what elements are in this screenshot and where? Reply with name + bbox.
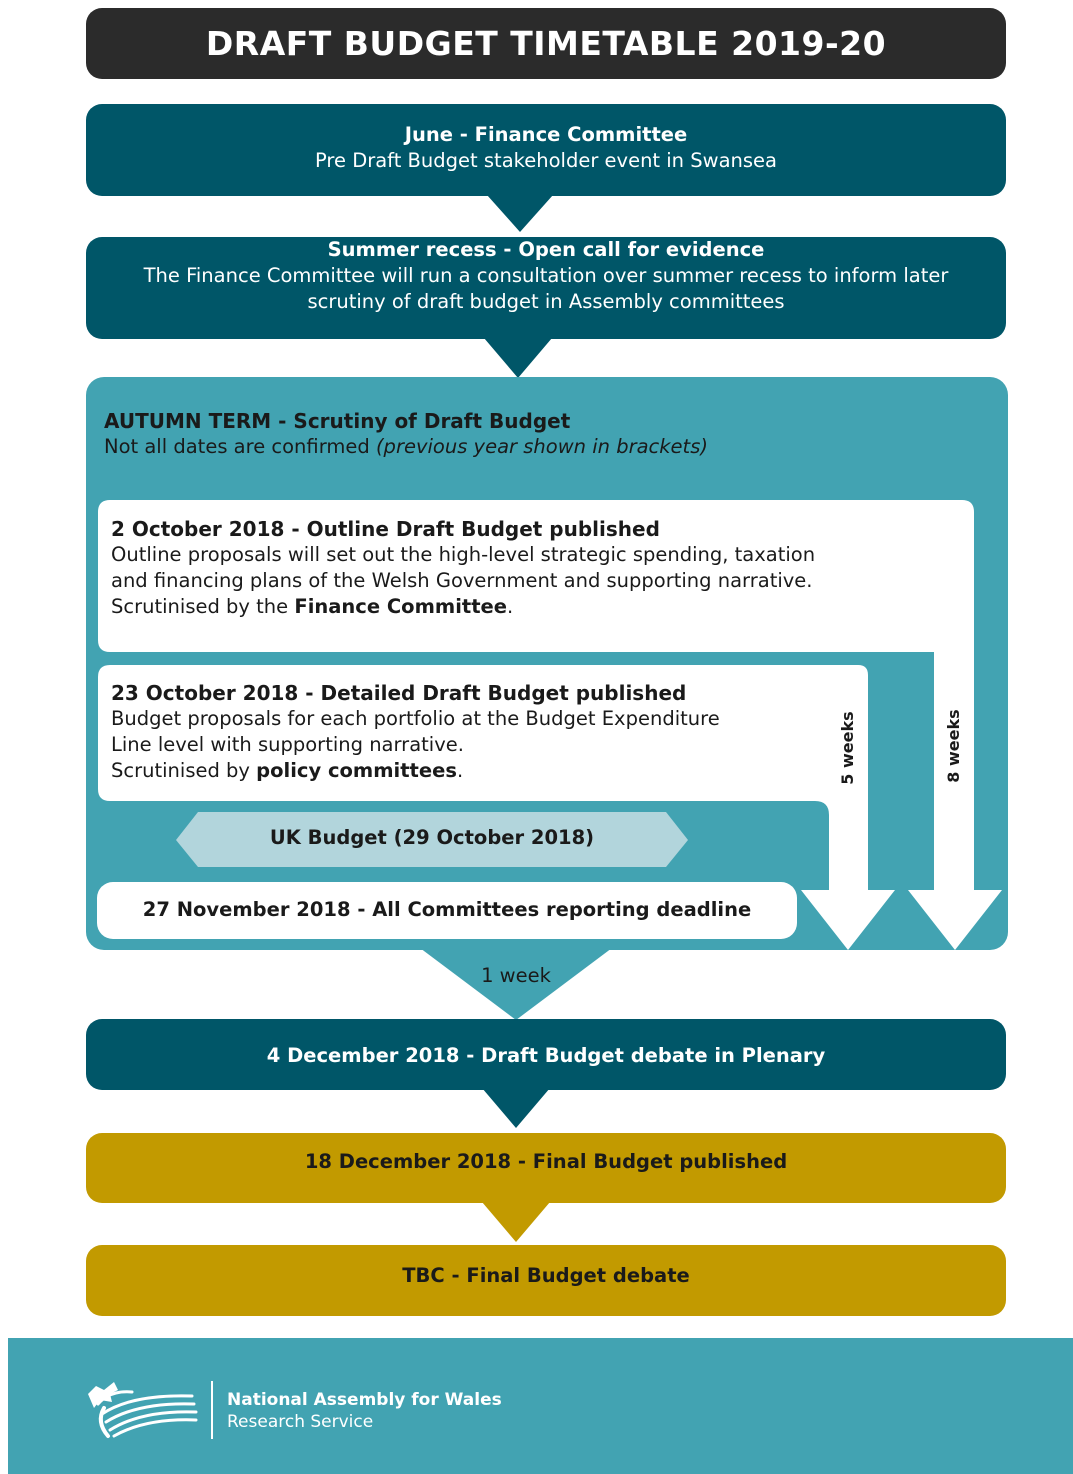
autumn-note-italic: (previous year shown in brackets) <box>375 435 708 458</box>
summer-recess-box: Summer recess - Open call for evidence T… <box>86 237 1006 339</box>
arrow-final-to-tbc <box>482 1202 550 1242</box>
outline-card-shape <box>98 500 1002 950</box>
outline-heading: 2 October 2018 - Outline Draft Budget pu… <box>111 517 660 541</box>
footer-organisation: National Assembly for Wales Research Ser… <box>227 1389 502 1433</box>
deadline-pill <box>97 882 797 939</box>
detailed-scrutinised-prefix: Scrutinised by <box>111 759 257 782</box>
outline-draft-budget-card: 2 October 2018 - Outline Draft Budget pu… <box>111 516 931 620</box>
arrow-plenary-to-final <box>482 1088 550 1128</box>
outline-scrutinised-prefix: Scrutinised by the <box>111 595 295 618</box>
june-text: Pre Draft Budget stakeholder event in Sw… <box>315 149 777 172</box>
detailed-scrutinised-suffix: . <box>456 759 464 782</box>
outline-scrutinised-committee: Finance Committee <box>294 595 507 618</box>
summer-line-1: The Finance Committee will run a consult… <box>143 264 949 287</box>
uk-budget-banner <box>176 812 688 867</box>
footer-org-name: National Assembly for Wales <box>227 1390 502 1410</box>
footer-service-name: Research Service <box>227 1412 374 1432</box>
assembly-logo-icon <box>88 1382 198 1438</box>
detailed-card-shape <box>98 665 895 950</box>
final-budget-debate-box: TBC - Final Budget debate <box>86 1245 1006 1316</box>
uk-budget-label: UK Budget (29 October 2018) <box>269 826 595 849</box>
final-budget-published-label: 18 December 2018 - Final Budget publishe… <box>304 1150 788 1173</box>
detailed-draft-budget-card: 23 October 2018 - Detailed Draft Budget … <box>111 680 831 784</box>
one-week-label: 1 week <box>481 964 551 987</box>
detailed-heading: 23 October 2018 - Detailed Draft Budget … <box>111 681 687 705</box>
eight-weeks-label: 8 weeks <box>944 709 963 783</box>
detailed-scrutinised: Scrutinised by policy committees. <box>111 758 831 784</box>
arrow-autumn-to-plenary <box>420 948 612 1020</box>
autumn-note-plain: Not all dates are confirmed <box>104 435 376 458</box>
june-heading: June - Finance Committee <box>404 123 688 146</box>
page-title: DRAFT BUDGET TIMETABLE 2019-20 <box>86 8 1006 79</box>
autumn-note: Not all dates are confirmed (previous ye… <box>104 434 984 460</box>
footer-divider <box>211 1381 213 1439</box>
plenary-debate-box: 4 December 2018 - Draft Budget debate in… <box>86 1019 1006 1090</box>
detailed-line-2: Line level with supporting narrative. <box>111 733 464 756</box>
outline-scrutinised: Scrutinised by the Finance Committee. <box>111 594 931 620</box>
autumn-heading: AUTUMN TERM - Scrutiny of Draft Budget <box>104 409 571 433</box>
detailed-scrutinised-committees: policy committees <box>256 759 457 782</box>
footer-banner <box>8 1338 1073 1474</box>
deadline-label: 27 November 2018 - All Committees report… <box>142 898 752 921</box>
arrow-summer-to-autumn <box>484 338 552 378</box>
final-budget-debate-label: TBC - Final Budget debate <box>402 1264 690 1287</box>
five-weeks-label: 5 weeks <box>838 711 857 785</box>
june-finance-committee-box: June - Finance Committee Pre Draft Budge… <box>86 104 1006 196</box>
outline-line-1: Outline proposals will set out the high-… <box>111 543 816 566</box>
summer-heading: Summer recess - Open call for evidence <box>327 238 765 261</box>
detailed-line-1: Budget proposals for each portfolio at t… <box>111 707 720 730</box>
autumn-header: AUTUMN TERM - Scrutiny of Draft Budget N… <box>104 408 984 460</box>
outline-line-2: and financing plans of the Welsh Governm… <box>111 569 813 592</box>
outline-scrutinised-suffix: . <box>507 595 514 618</box>
plenary-debate-label: 4 December 2018 - Draft Budget debate in… <box>266 1044 826 1067</box>
summer-line-2: scrutiny of draft budget in Assembly com… <box>307 290 785 313</box>
arrow-june-to-summer <box>487 195 553 232</box>
final-budget-published-box: 18 December 2018 - Final Budget publishe… <box>86 1133 1006 1203</box>
